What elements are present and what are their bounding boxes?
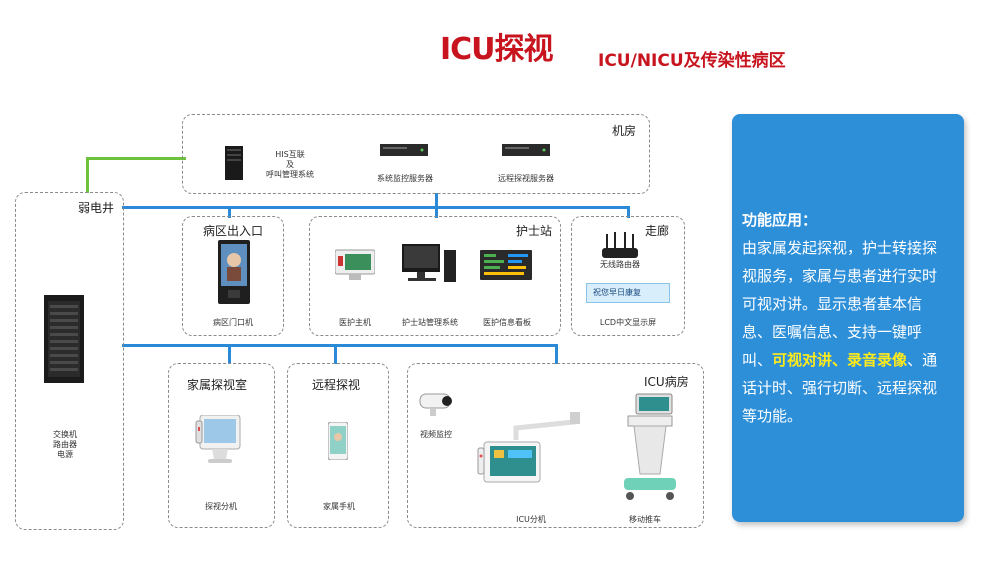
highlight-recording: 录音录像	[847, 351, 908, 369]
network-cabinet-icon	[44, 295, 84, 383]
corridor-drop-line	[627, 206, 630, 218]
visit-unit-icon	[195, 415, 241, 463]
ward-entrance-zone	[182, 216, 284, 336]
icu-drop-line	[555, 344, 558, 364]
remote-visit-label: 远程探视	[312, 378, 361, 392]
server-tower-icon	[225, 146, 243, 180]
nurse-system-label: 护士站管理系统	[402, 318, 458, 327]
nurse-host-label: 医护主机	[339, 318, 371, 327]
lcd-screen-label: LCD中文显示屏	[599, 318, 657, 327]
icu-ward-zone	[407, 363, 704, 528]
family-room-label: 家属探视室	[187, 378, 248, 392]
remote-drop-line	[334, 344, 337, 364]
family-drop-line	[228, 344, 231, 364]
nurse-drop-line	[435, 206, 438, 218]
remote-server-label: 远程探视服务器	[498, 174, 554, 183]
green-link-horizontal	[86, 157, 186, 160]
function-description: 由家属发起探视，护士转接探视服务，家属与患者进行实时可视对讲。显示患者基本信息、…	[742, 234, 950, 430]
green-link-vertical	[86, 157, 89, 193]
remote-visit-zone	[287, 363, 389, 528]
corridor-zone	[571, 216, 685, 336]
info-board-icon	[480, 250, 532, 280]
family-room-zone	[168, 363, 275, 528]
wifi-router-icon	[602, 232, 638, 258]
system-server-icon	[380, 144, 428, 156]
icu-unit-label: ICU分机	[516, 515, 546, 524]
server-room-label: 机房	[612, 124, 637, 138]
nurse-station-label: 护士站	[516, 224, 553, 238]
nurse-host-icon	[335, 249, 375, 280]
mobile-cart-label: 移动推车	[629, 515, 661, 524]
icu-ward-label: ICU病房	[644, 375, 689, 389]
function-text-2: 、通话计时、强行切断、远程探视等功能。	[742, 351, 938, 425]
corridor-label: 走廊	[645, 224, 670, 238]
ward-entrance-label: 病区出入口	[203, 224, 264, 238]
icu-unit-icon	[477, 412, 580, 483]
mobile-cart-icon	[624, 393, 676, 500]
family-phone-icon	[328, 422, 348, 460]
lcd-screen: 祝您早日康复	[586, 283, 670, 303]
highlight-video-intercom: 可视对讲	[772, 351, 833, 369]
function-panel: 功能应用： 由家属发起探视，护士转接探视服务，家属与患者进行实时可视对讲。显示患…	[732, 114, 964, 522]
switch-label: 交换机路由器电源	[53, 430, 77, 459]
function-text-1: 由家属发起探视，护士转接探视服务，家属与患者进行实时可视对讲。显示患者基本信息、…	[742, 239, 938, 369]
weak-current-label: 弱电井	[78, 201, 115, 215]
camera-icon	[419, 393, 452, 416]
system-server-label: 系统监控服务器	[377, 174, 433, 183]
upper-bus-line	[122, 206, 630, 209]
nurse-station-zone	[309, 216, 561, 336]
his-label: HIS互联及呼叫管理系统	[266, 150, 314, 179]
weak-current-zone	[15, 192, 124, 530]
camera-label: 视频监控	[420, 430, 452, 439]
lower-bus-line	[122, 344, 558, 347]
page-subtitle: ICU/NICU及传染性病区	[598, 51, 786, 71]
wifi-router-label: 无线路由器	[600, 260, 640, 269]
door-unit-label: 病区门口机	[213, 318, 253, 327]
function-heading: 功能应用：	[742, 211, 818, 229]
entrance-drop-line	[228, 206, 231, 218]
door-unit-icon	[218, 240, 250, 304]
visit-unit-label: 探视分机	[205, 502, 237, 511]
server-room-zone	[182, 114, 650, 194]
nurse-computer-icon	[402, 244, 456, 282]
page-title: ICU探视	[440, 32, 554, 67]
family-phone-label: 家属手机	[323, 502, 355, 511]
remote-server-icon	[502, 144, 550, 156]
highlight-separator: 、	[832, 351, 848, 369]
lcd-screen-text: 祝您早日康复	[593, 288, 641, 297]
info-board-label: 医护信息看板	[483, 318, 531, 327]
server-drop-line	[435, 193, 438, 208]
